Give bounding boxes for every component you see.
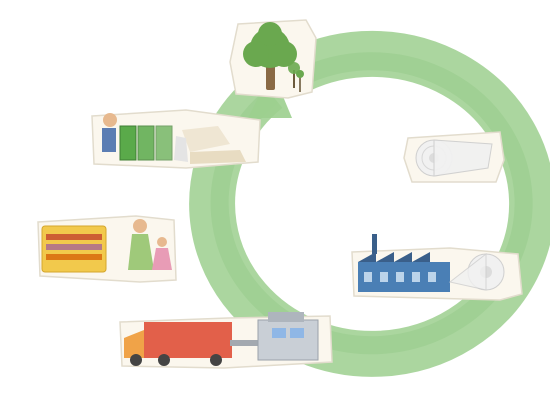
- store-shelf-and-shoppers-icon: [41, 219, 172, 273]
- paper-roll-icon: [415, 139, 493, 177]
- cycle-ring: [189, 30, 550, 377]
- recycling-stage: [91, 109, 261, 169]
- recycling-bins-and-waste-paper-icon: [102, 113, 246, 164]
- tree-icon: [243, 22, 304, 92]
- tree-stage: [229, 19, 317, 99]
- cycle-ring-arc: [189, 30, 550, 377]
- transport-stage: [119, 312, 333, 369]
- cycle-ring-texture: [210, 52, 533, 355]
- paper-roll-stage: [403, 131, 505, 183]
- store-stage: [37, 215, 177, 283]
- paper-factory-stage: [351, 234, 523, 301]
- factory-icon: [358, 234, 505, 292]
- truck-and-press-icon: [124, 312, 319, 366]
